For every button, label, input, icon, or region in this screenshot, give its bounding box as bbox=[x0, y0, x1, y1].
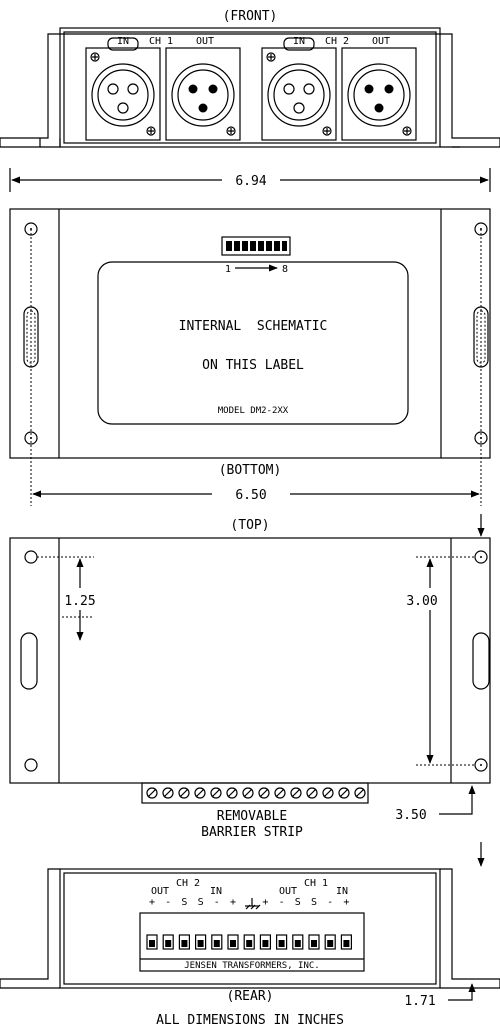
terminal-slot bbox=[211, 934, 223, 950]
width-dimension-value: 6.94 bbox=[235, 174, 266, 189]
terminal-slot bbox=[276, 934, 288, 950]
terminal-screw bbox=[197, 940, 204, 947]
terminal-sign: + bbox=[230, 897, 236, 908]
terminal-screw bbox=[294, 940, 301, 947]
terminal-slot bbox=[162, 934, 174, 950]
barrier-strip bbox=[141, 782, 369, 804]
terminal-screw bbox=[246, 940, 253, 947]
hole-spacing-dimension: 6.50 bbox=[32, 488, 480, 503]
bottom-view-title: (BOTTOM) bbox=[219, 463, 282, 478]
terminal-sign: + bbox=[149, 897, 155, 908]
terminal-sign: - bbox=[214, 897, 220, 908]
terminal-sign: S bbox=[311, 897, 317, 908]
top-dim-right-value: 3.00 bbox=[406, 594, 437, 609]
model-number: MODEL DM2-2XX bbox=[218, 406, 289, 416]
terminal-screw bbox=[165, 940, 172, 947]
terminal-slot bbox=[324, 934, 336, 950]
dip-switch bbox=[221, 236, 291, 256]
top-view: (TOP) 1.25 3.00 bbox=[9, 514, 491, 867]
terminal-slot bbox=[195, 934, 207, 950]
terminal-sign: - bbox=[327, 897, 333, 908]
rear-ch2-label: CH 2 bbox=[176, 878, 200, 889]
terminal-slot bbox=[308, 934, 320, 950]
manufacturer-name: JENSEN TRANSFORMERS, INC. bbox=[184, 961, 319, 971]
terminal-screw bbox=[327, 940, 334, 947]
terminal-slot bbox=[259, 934, 271, 950]
rear-ch1-in-label: IN bbox=[336, 886, 348, 897]
front-ch1-label: CH 1 bbox=[149, 36, 173, 47]
terminal-screw bbox=[230, 940, 236, 947]
terminal-sign: + bbox=[262, 897, 268, 908]
terminal-slot bbox=[146, 934, 158, 950]
ground-icon bbox=[245, 898, 261, 910]
dip-range-start: 1 bbox=[225, 264, 231, 275]
front-view: (FRONT) bbox=[0, 9, 500, 148]
terminal-screw bbox=[311, 940, 317, 947]
terminal-slot bbox=[243, 934, 255, 950]
schematic-label bbox=[97, 261, 409, 425]
front-panel bbox=[59, 27, 441, 148]
terminal-block bbox=[139, 912, 365, 972]
terminal-screw bbox=[343, 940, 350, 947]
terminal-screw bbox=[262, 940, 269, 947]
ch1-input-xlr-connector bbox=[85, 37, 161, 141]
rear-ch1-label: CH 1 bbox=[304, 878, 328, 889]
terminal-sign: S bbox=[295, 897, 301, 908]
hole-spacing-value: 6.50 bbox=[235, 488, 266, 503]
terminal-slot bbox=[178, 934, 190, 950]
ch1-output-xlr-connector bbox=[165, 47, 241, 141]
rear-height-value: 1.71 bbox=[404, 994, 435, 1009]
rear-ch2-in-label: IN bbox=[210, 886, 222, 897]
schematic-label-line1: INTERNAL SCHEMATIC bbox=[179, 319, 328, 334]
front-ch2-label: CH 2 bbox=[325, 36, 349, 47]
rear-view-title: (REAR) bbox=[227, 989, 274, 1004]
terminal-sign: + bbox=[343, 897, 349, 908]
terminal-screw bbox=[213, 940, 220, 947]
front-ch1-in-label: IN bbox=[117, 36, 129, 47]
bottom-view: 1 8 INTERNAL SCHEMATIC ON THIS LABEL MOD… bbox=[9, 208, 491, 506]
schematic-label-line2: ON THIS LABEL bbox=[202, 358, 304, 373]
terminal-sign: - bbox=[279, 897, 285, 908]
terminal-slot bbox=[340, 934, 352, 950]
rear-ch2-out-label: OUT bbox=[151, 886, 169, 897]
terminal-slot bbox=[292, 934, 304, 950]
terminal-sign: S bbox=[181, 897, 187, 908]
units-note: ALL DIMENSIONS IN INCHES bbox=[156, 1013, 344, 1028]
top-depth-value: 3.50 bbox=[395, 808, 426, 823]
ch2-input-xlr-connector bbox=[261, 37, 337, 141]
top-view-title: (TOP) bbox=[230, 518, 269, 533]
top-dim-left-value: 1.25 bbox=[64, 594, 95, 609]
width-dimension: 6.94 bbox=[9, 168, 491, 192]
barrier-strip-label-line1: REMOVABLE bbox=[217, 809, 287, 824]
rear-ch1-out-label: OUT bbox=[279, 886, 297, 897]
terminal-screw bbox=[278, 940, 285, 947]
front-ch2-out-label: OUT bbox=[372, 36, 390, 47]
front-ch2-in-label: IN bbox=[293, 36, 305, 47]
terminal-sign: S bbox=[198, 897, 204, 908]
ch2-output-xlr-connector bbox=[341, 47, 417, 141]
front-view-title: (FRONT) bbox=[223, 9, 278, 24]
terminal-slot bbox=[227, 934, 239, 950]
terminal-sign: - bbox=[165, 897, 171, 908]
terminal-screw bbox=[149, 940, 155, 947]
dip-range-end: 8 bbox=[282, 264, 288, 275]
terminal-screw bbox=[181, 940, 188, 947]
front-ch1-out-label: OUT bbox=[196, 36, 214, 47]
barrier-strip-label-line2: BARRIER STRIP bbox=[201, 825, 303, 840]
